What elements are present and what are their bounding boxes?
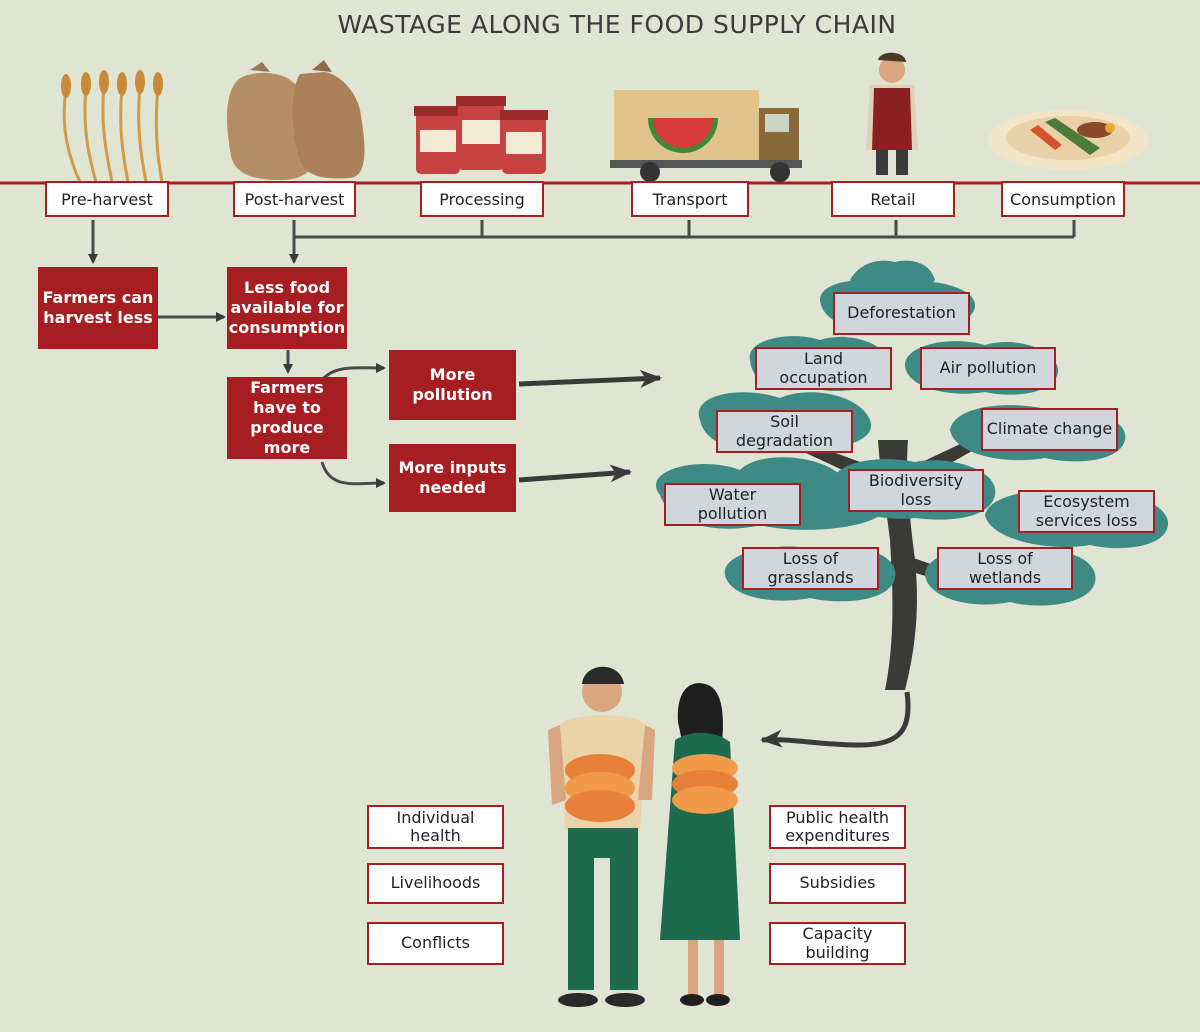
shopkeeper-icon xyxy=(866,52,918,175)
impact-land-occupation: Land occupation xyxy=(755,347,892,390)
stage-retail: Retail xyxy=(831,181,955,217)
impact-water-pollution: Water pollution xyxy=(664,483,801,526)
social-subsidies: Subsidies xyxy=(769,863,906,904)
social-public-health-expenditures: Public health expenditures xyxy=(769,805,906,849)
stage-post-harvest: Post-harvest xyxy=(233,181,356,217)
wheat-icon xyxy=(61,70,164,183)
social-livelihoods: Livelihoods xyxy=(367,863,504,904)
impact-climate-change: Climate change xyxy=(981,408,1118,451)
impact-air-pollution: Air pollution xyxy=(920,347,1056,390)
impact-biodiversity-loss: Biodiversity loss xyxy=(848,469,984,512)
couple-illustration xyxy=(548,666,740,1007)
more-inputs-box: More inputs needed xyxy=(389,444,516,512)
diagram-title: WASTAGE ALONG THE FOOD SUPPLY CHAIN xyxy=(337,10,897,39)
food-plate-icon xyxy=(988,110,1148,170)
social-capacity-building: Capacity building xyxy=(769,922,906,965)
stage-consumption: Consumption xyxy=(1001,181,1125,217)
impact-loss-of-grasslands: Loss of grasslands xyxy=(742,547,879,590)
more-pollution-box: More pollution xyxy=(389,350,516,420)
farmers-produce-more-box: Farmers have to produce more xyxy=(227,377,347,459)
impact-loss-of-wetlands: Loss of wetlands xyxy=(937,547,1073,590)
grain-sacks-icon xyxy=(227,60,365,180)
impact-deforestation: Deforestation xyxy=(833,292,970,335)
stage-pre-harvest: Pre-harvest xyxy=(45,181,169,217)
stage-processing: Processing xyxy=(420,181,544,217)
flow-arrows xyxy=(518,369,911,748)
stage-transport: Transport xyxy=(631,181,749,217)
social-conflicts: Conflicts xyxy=(367,922,504,965)
farmers-harvest-less-box: Farmers can harvest less xyxy=(38,267,158,349)
impact-ecosystem-services-loss: Ecosystem services loss xyxy=(1018,490,1155,533)
delivery-truck-icon xyxy=(610,90,802,182)
less-food-box: Less food available for consumption xyxy=(227,267,347,349)
jars-icon xyxy=(414,96,548,174)
stage-connectors xyxy=(88,220,1076,489)
impact-soil-degradation: Soil degradation xyxy=(716,410,853,453)
social-individual-health: Individual health xyxy=(367,805,504,849)
